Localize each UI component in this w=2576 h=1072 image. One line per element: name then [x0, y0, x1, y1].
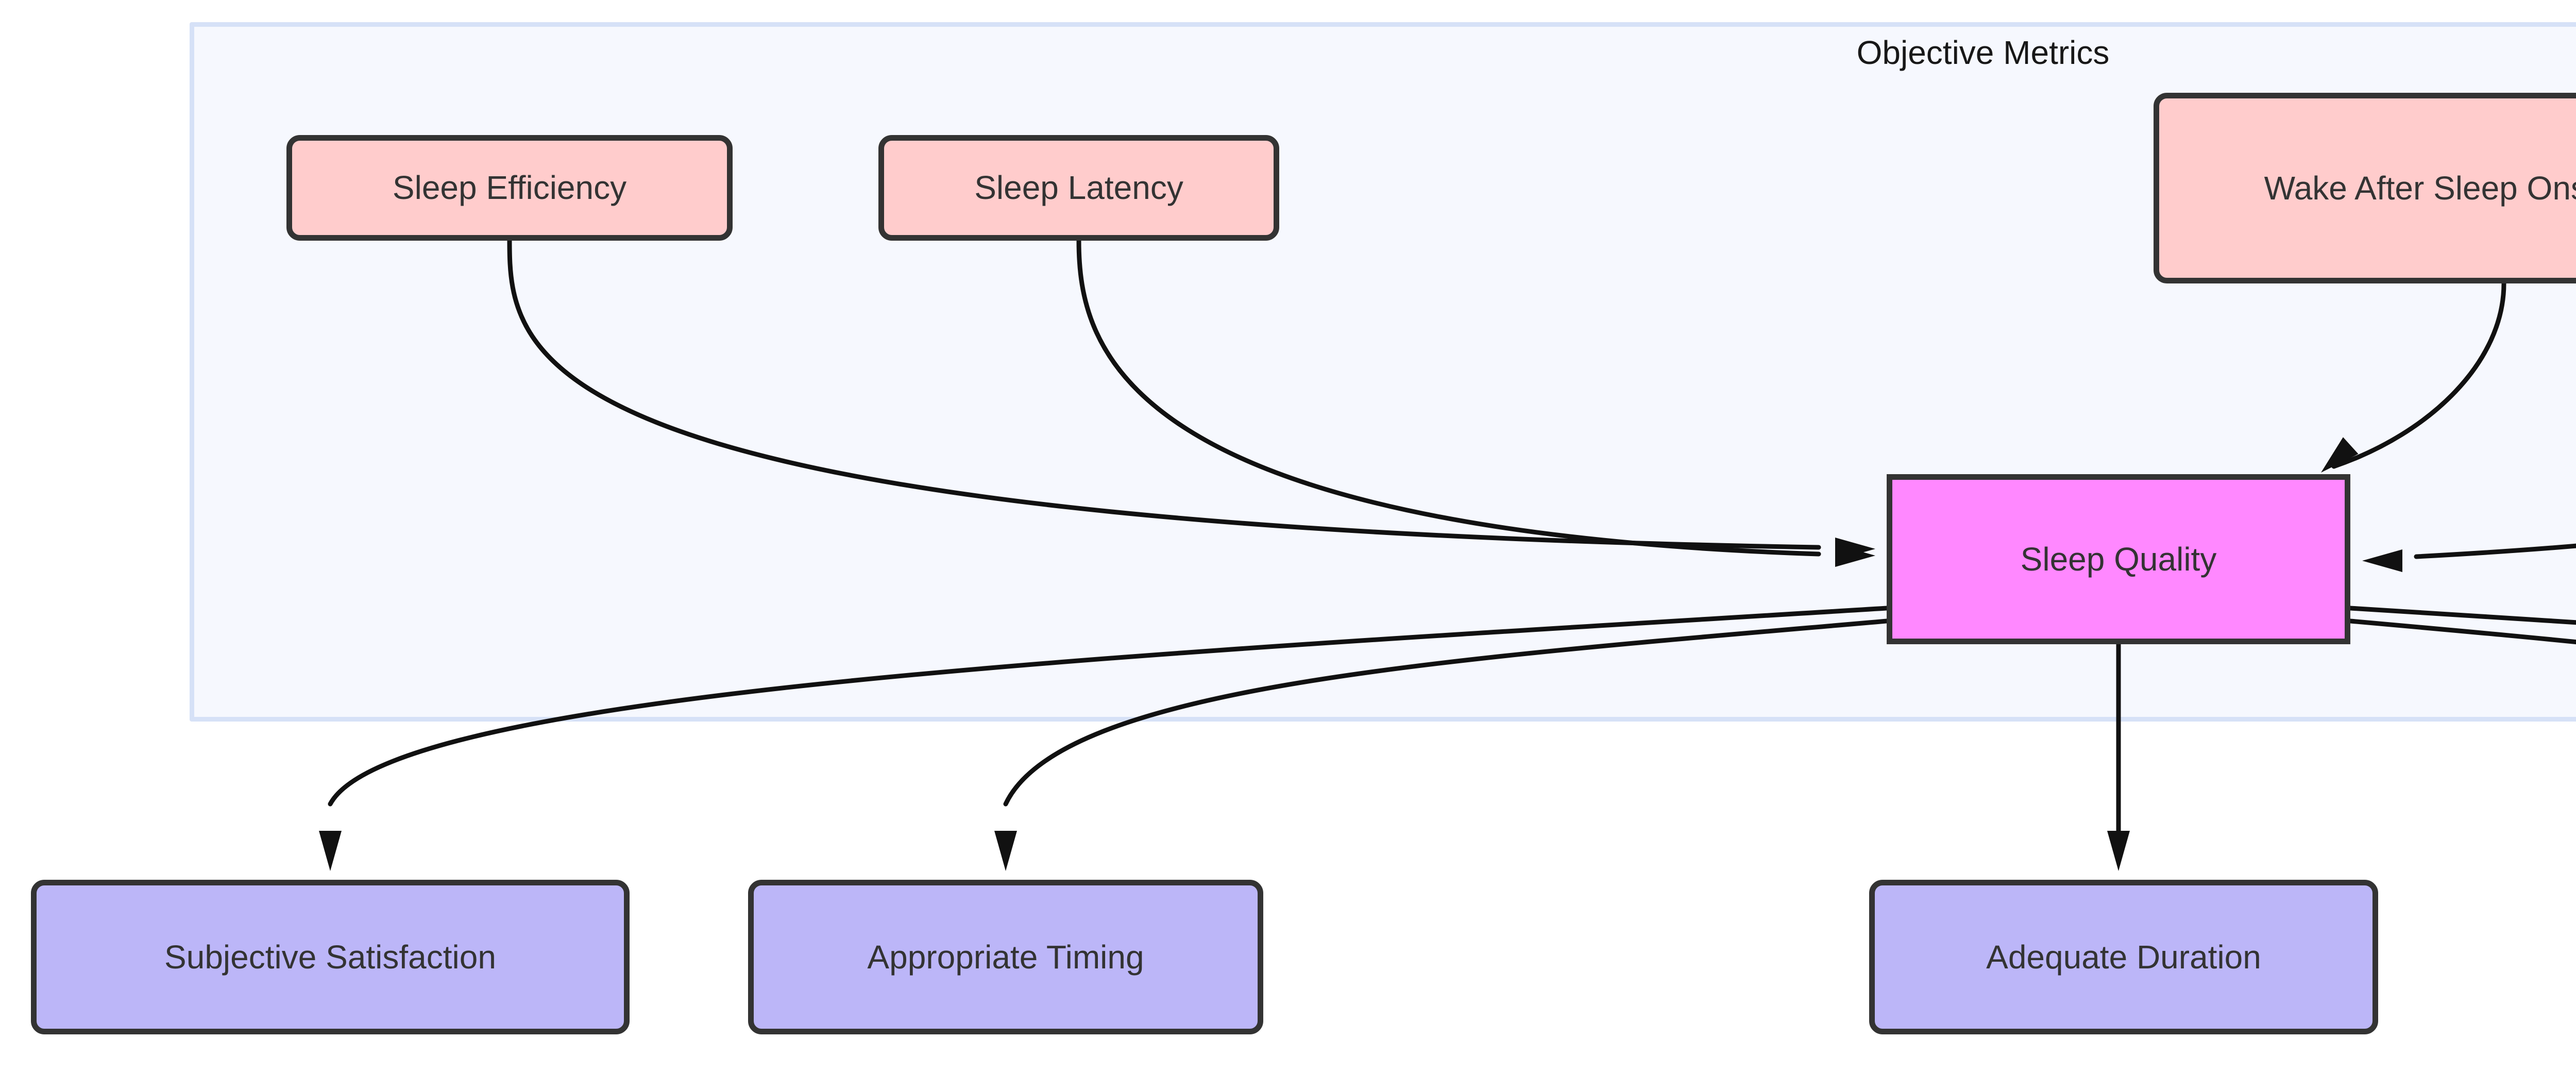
node-label: Sleep Efficiency: [392, 169, 627, 207]
node-adequate-duration[interactable]: Adequate Duration: [1869, 880, 2378, 1034]
node-label: Appropriate Timing: [867, 938, 1144, 976]
node-appropriate-timing[interactable]: Appropriate Timing: [748, 880, 1263, 1034]
node-label: Wake After Sleep Onset - WASO: [2264, 169, 2576, 207]
edge-quality-to-adequate-duration-arrowhead: [2107, 831, 2130, 871]
node-label: Sleep Quality: [2020, 540, 2217, 578]
node-label: Adequate Duration: [1986, 938, 2261, 976]
node-sleep-efficiency[interactable]: Sleep Efficiency: [286, 135, 733, 241]
edge-quality-to-appropriate-timing-arrowhead: [994, 831, 1017, 871]
node-sleep-quality[interactable]: Sleep Quality: [1887, 474, 2350, 644]
node-subjective-satisfaction[interactable]: Subjective Satisfaction: [31, 880, 630, 1034]
node-label: Sleep Latency: [974, 169, 1183, 207]
edge-quality-to-subjective-satisfaction-arrowhead: [319, 831, 342, 871]
node-wake-after-sleep-onset-waso[interactable]: Wake After Sleep Onset - WASO: [2154, 93, 2576, 283]
node-label: Subjective Satisfaction: [164, 938, 496, 976]
subgraph-title: Objective Metrics: [1856, 34, 2110, 71]
node-sleep-latency[interactable]: Sleep Latency: [878, 135, 1279, 241]
